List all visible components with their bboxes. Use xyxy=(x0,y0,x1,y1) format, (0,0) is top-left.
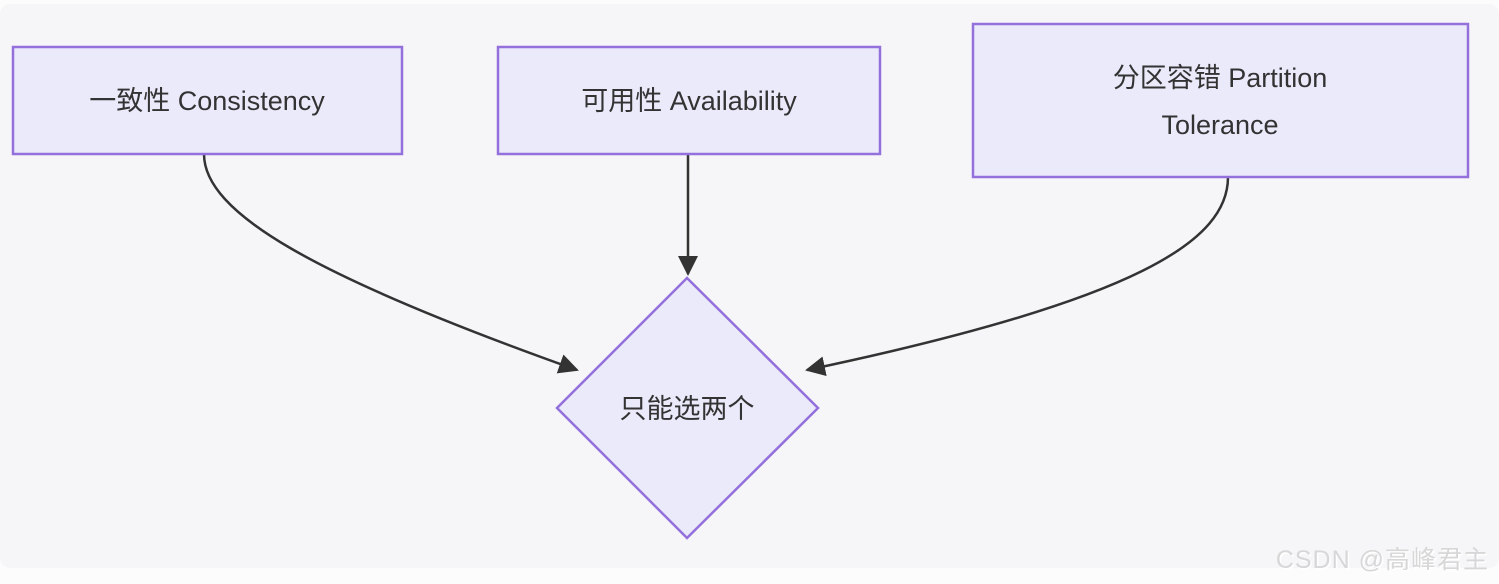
node-choose-two: 只能选两个 xyxy=(555,276,820,540)
node-availability: 可用性 Availability xyxy=(496,45,882,156)
edge-consistency-to-choose-two xyxy=(202,153,579,374)
node-partition-tolerance-label-line2: Tolerance xyxy=(1161,110,1278,140)
node-availability-label: 可用性 Availability xyxy=(581,86,797,116)
node-choose-two-label: 只能选两个 xyxy=(620,394,755,424)
node-consistency: 一致性 Consistency xyxy=(11,45,404,156)
edge-partition-tolerance-to-choose-two xyxy=(805,176,1230,377)
node-consistency-label: 一致性 Consistency xyxy=(89,86,325,116)
node-partition-tolerance-label-line1: 分区容错 Partition xyxy=(1113,63,1328,93)
watermark: CSDN @高峰君主 xyxy=(1275,546,1489,574)
node-partition-tolerance: 分区容错 Partition Tolerance xyxy=(971,22,1470,179)
